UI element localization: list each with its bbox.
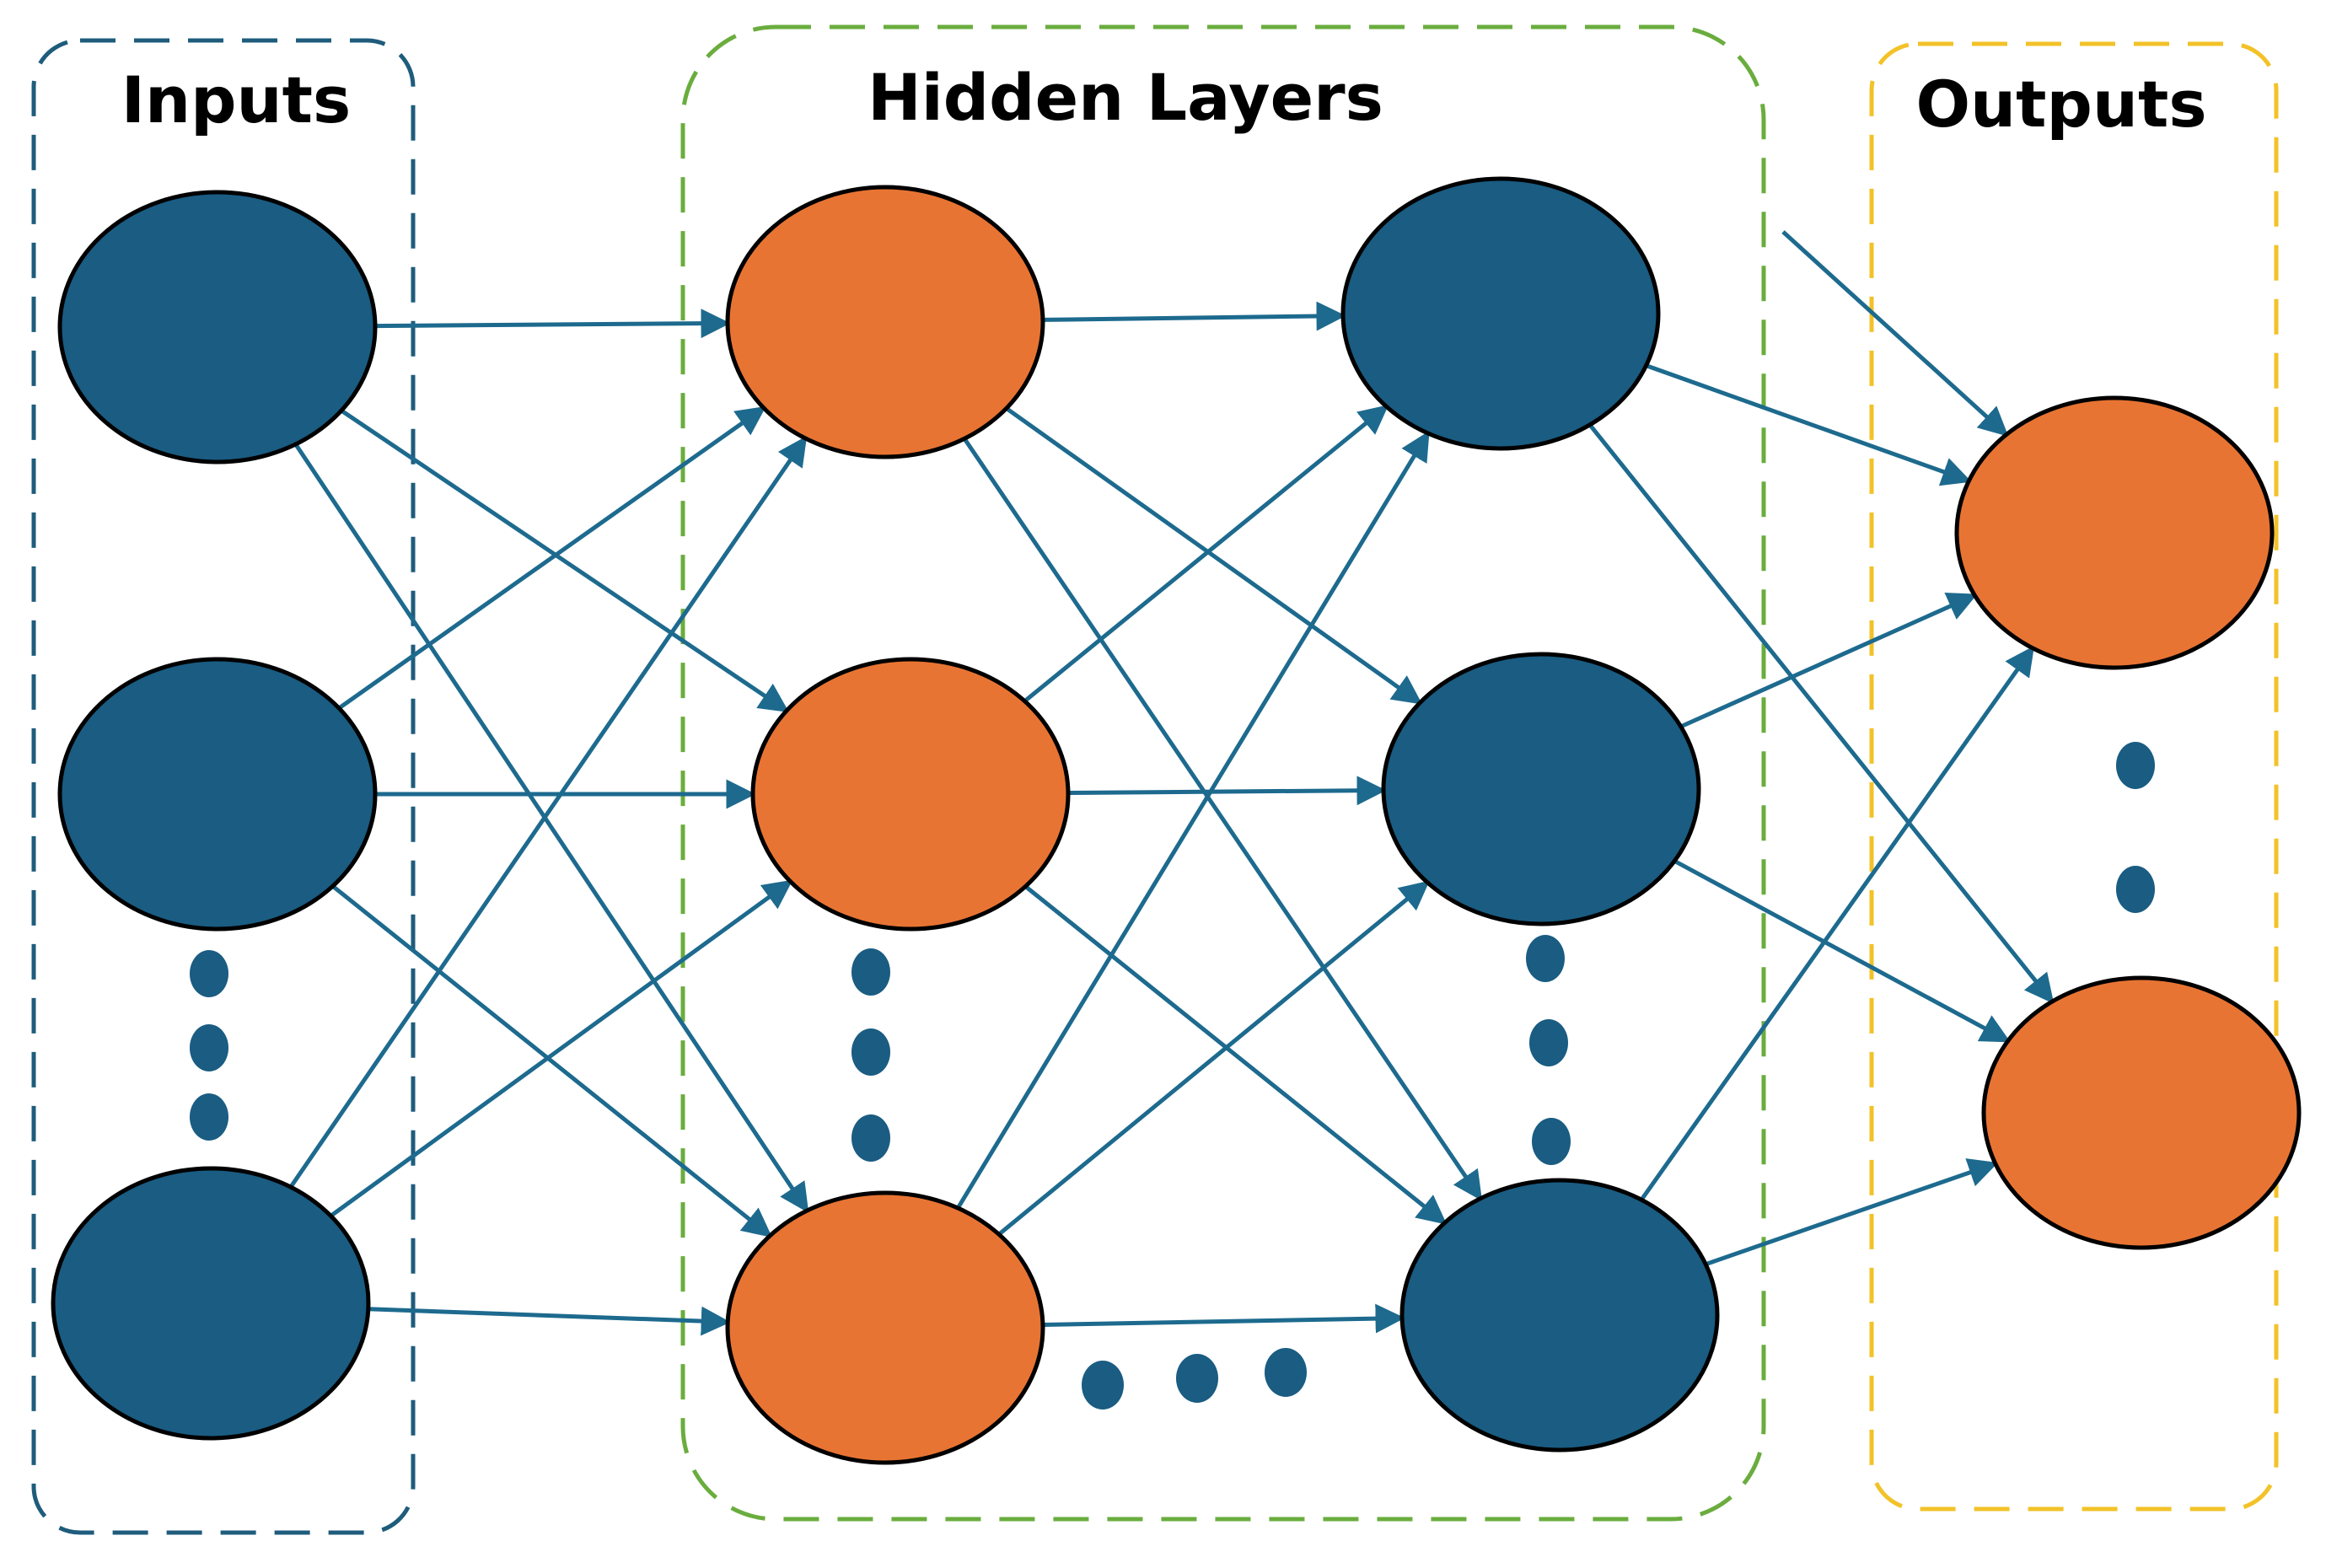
ellipsis-dot (1082, 1361, 1124, 1410)
connection-arrow-25 (1781, 230, 2009, 437)
hidden-layers-title: Hidden Layers (868, 60, 1383, 135)
ellipsis-dot (190, 1024, 228, 1071)
ellipsis-dot (1532, 1118, 1571, 1165)
hidden1-node-2 (750, 657, 1071, 932)
hidden2-layer-ellipsis (1526, 935, 1571, 1165)
input-layer-ellipsis (190, 950, 228, 1141)
output-layer-ellipsis (2116, 742, 2155, 913)
connection-arrow-3 (293, 443, 809, 1213)
connection-arrow-19 (1645, 363, 1972, 486)
ellipsis-dot (1526, 935, 1565, 982)
connection-arrows (288, 230, 2055, 1336)
input-node-3 (51, 1166, 371, 1441)
connection-arrow-23 (1639, 645, 2035, 1201)
connection-arrow-11 (1005, 406, 1423, 705)
ellipsis-dot (851, 1114, 890, 1162)
ellipsis-dot (190, 1093, 228, 1141)
connection-arrow-8 (329, 879, 793, 1218)
connection-arrow-9 (368, 1306, 731, 1336)
input-node-1 (57, 190, 378, 464)
hidden-layers-group-box (680, 24, 1766, 1522)
output-node-1 (1954, 395, 2275, 670)
input-node-2 (57, 657, 378, 932)
hidden1-layer-ellipsis (851, 948, 890, 1162)
ellipsis-dot (190, 950, 228, 997)
connection-arrow-17 (997, 880, 1430, 1237)
nodes (51, 176, 2302, 1465)
connection-arrow-7 (288, 436, 808, 1189)
connection-arrow-16 (956, 431, 1430, 1210)
ellipsis-dot (851, 1028, 890, 1076)
connection-arrow-4 (337, 405, 766, 711)
connection-arrow-15 (1023, 884, 1448, 1225)
outputs-title: Outputs (1915, 67, 2206, 142)
ellipsis-dot (1176, 1354, 1218, 1403)
connection-arrow-20 (1587, 423, 2055, 1004)
output-node-2 (1981, 975, 2302, 1250)
connection-arrow-12 (962, 437, 1483, 1201)
inputs-group-box (31, 38, 416, 1535)
ellipsis-dot (2116, 742, 2155, 789)
connection-arrow-2 (340, 408, 790, 713)
hidden2-node-1 (1340, 176, 1661, 451)
connection-arrow-1 (374, 309, 731, 339)
connection-arrow-14 (1067, 776, 1387, 806)
connection-arrow-13 (1023, 405, 1389, 703)
hidden1-node-3 (725, 1190, 1045, 1465)
hidden2-node-3 (1399, 1178, 1720, 1453)
ellipsis-dot (1265, 1348, 1307, 1397)
ellipsis-dots (190, 742, 2155, 1410)
ellipsis-dot (2116, 866, 2155, 913)
hidden-layers-continuation-ellipsis (1082, 1348, 1307, 1410)
connection-arrow-10 (1042, 301, 1346, 331)
ellipsis-dot (851, 948, 890, 996)
hidden2-node-2 (1381, 652, 1701, 926)
ellipsis-dot (1529, 1019, 1568, 1066)
connection-arrow-24 (1705, 1158, 1999, 1267)
connection-arrow-22 (1673, 859, 2011, 1043)
connection-arrow-21 (1679, 592, 1978, 729)
hidden1-node-1 (725, 185, 1045, 459)
group-titles: Inputs Hidden Layers Outputs (121, 60, 2207, 142)
inputs-title: Inputs (121, 62, 351, 137)
connection-arrow-6 (331, 884, 773, 1238)
group-boxes (31, 24, 2279, 1535)
outputs-group-box (1869, 41, 2279, 1512)
connection-arrow-18 (1042, 1303, 1405, 1334)
